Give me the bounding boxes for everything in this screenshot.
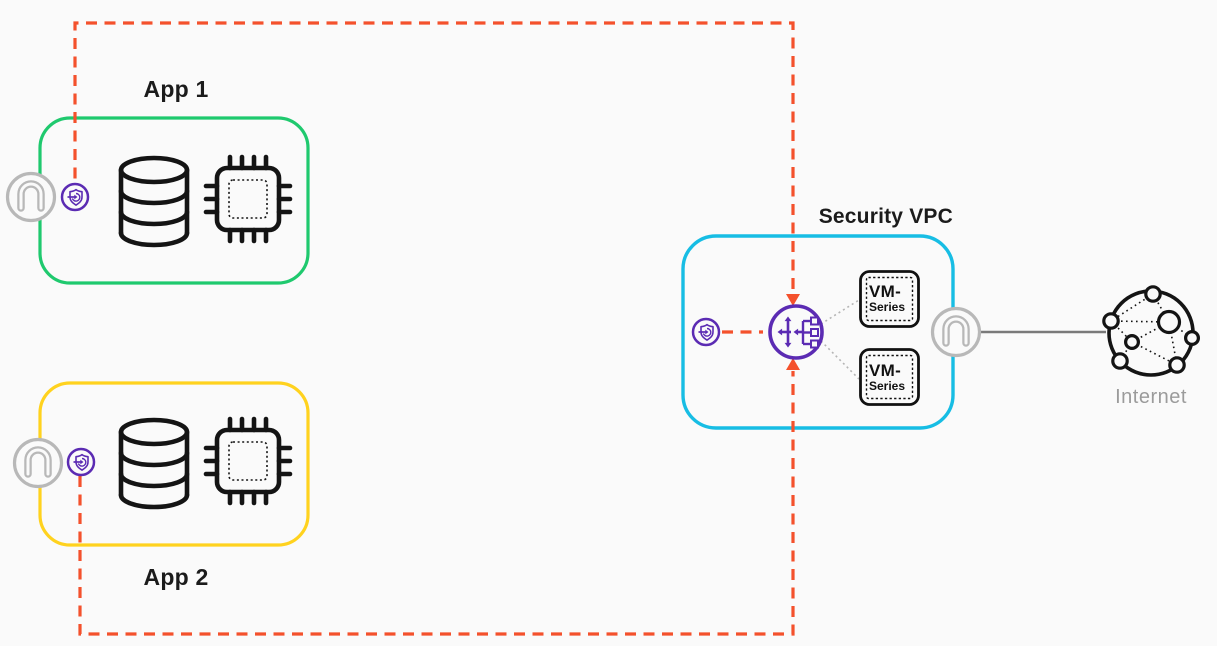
gwlb-endpoint-icon — [66, 447, 96, 477]
vm-series-label-line1: VM- — [869, 282, 902, 301]
vm-series-label-line2: Series — [869, 379, 906, 393]
app1-to-gwlb-path — [73, 21, 795, 294]
internet-label: Internet — [1115, 386, 1187, 408]
vm-series-label: VM- Series — [869, 283, 905, 313]
gwlb-to-vm-links — [820, 299, 860, 380]
gwlb-endpoint-icon — [60, 182, 90, 212]
traffic-arrowheads — [786, 294, 800, 370]
database-icon — [121, 420, 187, 507]
vm-series-label-line2: Series — [869, 300, 906, 314]
internet-icon — [1102, 285, 1200, 377]
app2-to-gwlb-path — [78, 371, 795, 636]
gateway-icon — [933, 309, 980, 356]
database-icon — [121, 158, 187, 245]
gateway-icon — [15, 440, 62, 487]
traffic-flow-path — [73, 21, 795, 636]
app2-title: App 2 — [143, 564, 209, 590]
gateway-load-balancer-icon — [768, 304, 824, 360]
compute-icon — [206, 157, 290, 241]
vm-series-label-line1: VM- — [869, 361, 902, 380]
compute-icon — [206, 419, 290, 503]
app1-title: App 1 — [143, 76, 209, 102]
security-vpc-title: Security VPC — [818, 205, 953, 228]
vm-series-label: VM- Series — [869, 362, 905, 392]
gateway-icon — [8, 174, 55, 221]
arrow-up-into-gwlb — [786, 358, 800, 370]
arrow-down-into-gwlb — [786, 294, 800, 306]
gwlb-endpoint-icon — [691, 317, 721, 347]
